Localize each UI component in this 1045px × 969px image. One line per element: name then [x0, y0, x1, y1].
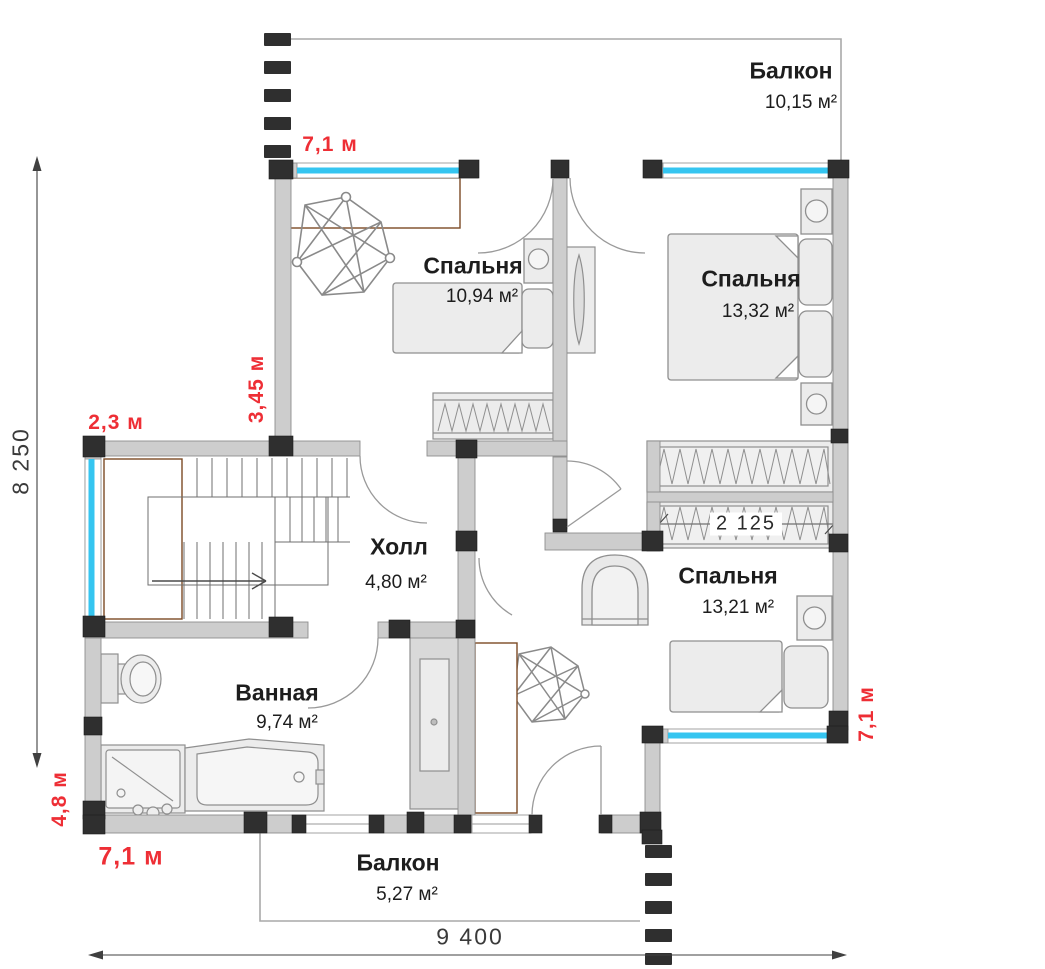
dimension-line-left: [32, 156, 42, 768]
dashed-line-bottom: [645, 845, 672, 965]
dim-total-width: 9 400: [436, 923, 504, 950]
plant-icon: [508, 646, 590, 723]
red-dim-bottom-width: 7,1 м: [98, 842, 164, 871]
toilet: [100, 653, 162, 704]
dresser-mirror: [562, 246, 596, 354]
room-area-bedroom-small: 10,94 м²: [445, 286, 519, 307]
doors: [307, 177, 646, 816]
room-label-balcony-bottom: Балкон: [356, 849, 440, 876]
staircase: [103, 458, 350, 620]
red-dim-top-width: 7,1 м: [302, 133, 358, 156]
balcony-door-right: [569, 177, 646, 254]
red-dim-stair-window: 2,3 м: [88, 411, 144, 434]
bed-single-2: [669, 595, 833, 713]
room-area-bedroom-right: 13,21 м²: [701, 597, 775, 618]
room-area-bedroom-large: 13,32 м²: [721, 301, 795, 322]
room-label-balcony-top: Балкон: [749, 57, 833, 84]
bathroom-cabinet: [409, 634, 461, 810]
windows: [84, 162, 831, 834]
dim-total-height: 8 250: [7, 427, 34, 495]
bed-single-1: [392, 238, 554, 354]
room-label-hall: Холл: [370, 533, 428, 560]
red-dim-bedroom-wall: 3,45 м: [245, 354, 268, 424]
wardrobe-outline: [474, 642, 518, 814]
room-area-bathroom: 9,74 м²: [256, 712, 318, 733]
middle-room-door: [478, 557, 513, 616]
plant-icon: [291, 191, 396, 296]
room-label-bathroom: Ванная: [235, 679, 319, 706]
room-area-balcony-top: 10,15 м²: [764, 92, 838, 113]
columns: [82, 159, 850, 845]
room-label-bedroom-right: Спальня: [678, 562, 778, 589]
stair-direction-arrow: [152, 572, 267, 590]
bathroom-door: [307, 637, 379, 709]
balcony-door-left: [477, 177, 554, 254]
dimension-line-bottom: [88, 950, 847, 960]
window-glass: [663, 167, 830, 174]
room-area-hall: 4,80 м²: [365, 572, 427, 593]
balcony-bottom-outline: [259, 833, 640, 922]
dim-closet-width: 2 125: [709, 512, 783, 536]
wardrobe-1: [432, 392, 554, 440]
red-dim-left-height: 4,8 м: [48, 771, 71, 827]
room-label-bedroom-large: Спальня: [701, 265, 801, 292]
armchair: [581, 554, 649, 626]
red-dim-right-height: 7,1 м: [855, 686, 878, 742]
dashed-line-top: [264, 33, 291, 158]
balcony-top-outline: [276, 38, 842, 163]
balcony-bottom-door: [531, 745, 602, 816]
window-glass: [297, 167, 460, 174]
bedroom-large-door: [566, 460, 622, 528]
closet-upper: [646, 440, 834, 493]
room-label-bedroom-small: Спальня: [423, 252, 523, 279]
bed-double: [667, 188, 833, 426]
window-glass: [88, 459, 95, 619]
window-glass: [668, 732, 828, 739]
bathtub: [184, 738, 325, 812]
shower: [100, 744, 186, 820]
room-area-balcony-bottom: 5,27 м²: [376, 884, 438, 905]
bedroom-small-door: [359, 455, 428, 524]
